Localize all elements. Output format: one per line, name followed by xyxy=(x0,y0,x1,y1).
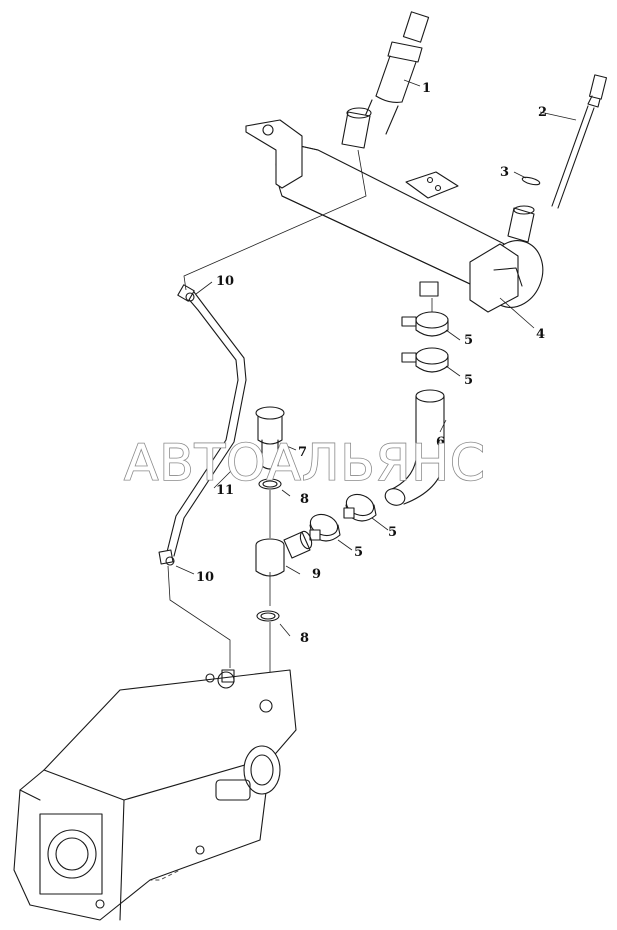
part-11-pipe xyxy=(165,291,247,557)
gearbox-housing xyxy=(13,669,297,921)
callout-6: 6 xyxy=(436,435,445,450)
callout-10-upper: 10 xyxy=(216,274,234,289)
callout-5-lower: 5 xyxy=(464,373,473,388)
callout-8-lower: 8 xyxy=(300,631,309,646)
callout-1: 1 xyxy=(422,81,431,96)
part-5-hose-clamp-left xyxy=(309,513,341,542)
part-6-hose xyxy=(384,389,445,506)
part-9-fitting xyxy=(255,530,313,577)
watermark-text: АВТОАЛЬЯНС xyxy=(124,434,486,492)
callout-leaders xyxy=(175,79,577,637)
part-1-breather-cap xyxy=(359,11,430,135)
part-10-banjo-upper xyxy=(177,284,195,302)
callout-5-left: 5 xyxy=(354,545,363,560)
callout-8-upper: 8 xyxy=(300,492,309,507)
callout-5-upper: 5 xyxy=(464,333,473,348)
callout-11: 11 xyxy=(216,483,234,498)
assembly-lines xyxy=(167,149,433,700)
callout-9: 9 xyxy=(312,567,321,582)
part-8-seal-ring-upper xyxy=(258,478,282,490)
part-5-hose-clamp-upper xyxy=(401,311,449,337)
callout-10-lower: 10 xyxy=(196,570,214,585)
callout-5-right: 5 xyxy=(388,525,397,540)
callout-labels: 1 2 3 4 5 5 6 7 8 5 5 9 8 10 10 11 xyxy=(196,81,547,646)
part-7-plug xyxy=(255,406,285,470)
part-8-seal-ring-lower xyxy=(256,610,280,622)
callout-2: 2 xyxy=(538,105,547,120)
part-5-hose-clamp-right xyxy=(343,493,377,522)
part-4-oil-tank xyxy=(245,107,544,329)
part-3-seal-ring xyxy=(513,171,541,186)
callout-3: 3 xyxy=(500,165,509,180)
callout-7: 7 xyxy=(298,445,307,460)
part-10-banjo-lower xyxy=(158,549,175,566)
part-2-dipstick xyxy=(551,74,608,209)
callout-4: 4 xyxy=(536,327,545,342)
part-5-hose-clamp-lower xyxy=(401,347,449,373)
